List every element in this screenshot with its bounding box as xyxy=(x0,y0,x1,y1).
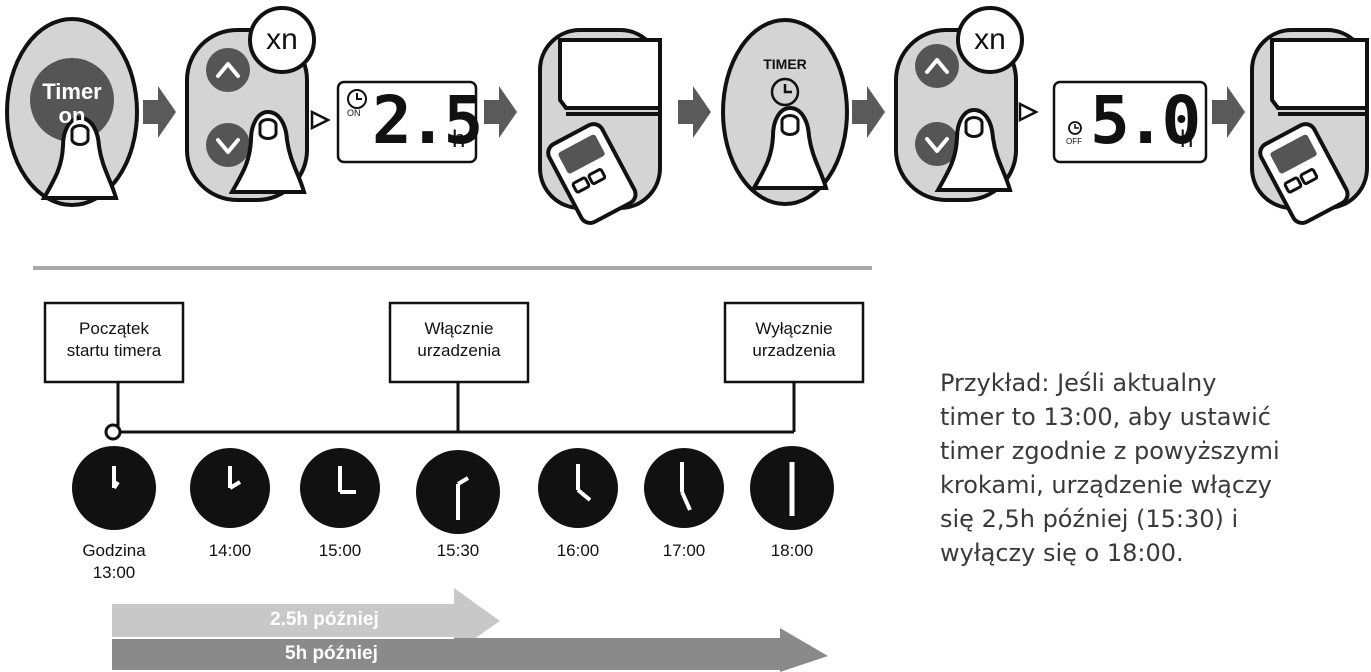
chevron-down-icon xyxy=(216,138,240,154)
event-label-line2: startu timera xyxy=(66,341,162,360)
clock-15 xyxy=(300,448,380,528)
timer-on-line2: on xyxy=(58,103,86,128)
timer-button-label: TIMER xyxy=(763,56,807,72)
duration-label-off: 5h później xyxy=(285,643,378,664)
clock-icon xyxy=(770,77,800,107)
step-send-2 xyxy=(1250,28,1369,225)
clock-13 xyxy=(72,446,156,530)
clock-label: 14:00 xyxy=(208,541,252,560)
step-arrow xyxy=(484,86,517,138)
clock-icon xyxy=(1068,121,1082,135)
step-arrow xyxy=(143,86,176,138)
small-arrow xyxy=(310,109,331,131)
example-description: Przykład: Jeśli aktualny timer to 13:00,… xyxy=(940,369,1280,567)
duration-arrow-on xyxy=(112,588,500,653)
event-label-line1: Początek xyxy=(79,319,149,338)
display-mode-on: ON xyxy=(347,108,361,118)
down-button[interactable] xyxy=(915,122,959,166)
display-off xyxy=(1052,80,1208,164)
step-adjust-off xyxy=(894,6,1024,202)
step-arrow xyxy=(1212,86,1245,138)
up-button[interactable] xyxy=(915,44,959,88)
up-button[interactable] xyxy=(206,48,250,92)
event-label-start: Początek startu timera xyxy=(45,318,183,362)
clock-label: 18:00 xyxy=(770,541,814,560)
display-mode-off: OFF xyxy=(1066,137,1082,146)
clock-label-line2: 13:00 xyxy=(92,563,136,582)
step-arrow xyxy=(678,86,711,138)
repeat-badge xyxy=(956,6,1024,74)
down-button[interactable] xyxy=(206,123,250,167)
duration-label-on: 2.5h później xyxy=(270,609,379,630)
clock-label: 15:00 xyxy=(318,541,362,560)
event-label-line1: Wyłącznie xyxy=(755,319,833,338)
repeat-label: xn xyxy=(974,23,1006,56)
clock-icon xyxy=(347,89,367,109)
repeat-label: xn xyxy=(266,23,298,56)
chevron-up-icon xyxy=(216,62,240,78)
event-box-start xyxy=(43,301,185,384)
clock-14 xyxy=(190,448,270,528)
start-marker xyxy=(104,423,122,441)
clock-label: Godzina 13:00 xyxy=(64,540,164,584)
timeline xyxy=(43,301,865,441)
clock-label: 17:00 xyxy=(662,541,706,560)
event-box-on xyxy=(388,301,530,384)
event-label-line2: urzadzenia xyxy=(417,341,501,360)
step-timer-on xyxy=(5,17,139,207)
ac-unit xyxy=(558,38,662,110)
display-unit-on: h xyxy=(452,126,466,153)
event-label-line1: Włącznie xyxy=(424,319,494,338)
display-digits-off: 5.0 xyxy=(1090,82,1201,159)
clock-label: 16:00 xyxy=(556,541,600,560)
event-label-line2: urzadzenia xyxy=(752,341,836,360)
step-adjust-on xyxy=(185,6,316,202)
timer-on-button[interactable] xyxy=(30,58,114,142)
clock-16 xyxy=(538,448,618,528)
small-arrow xyxy=(1018,101,1039,123)
event-label-on: Włącznie urzadzenia xyxy=(390,318,528,362)
display-unit-off: h xyxy=(1180,126,1194,153)
chevron-down-icon xyxy=(925,137,949,153)
repeat-badge xyxy=(248,6,316,74)
clock-1530 xyxy=(416,450,500,534)
clock-label: 15:30 xyxy=(436,541,480,560)
remote-control xyxy=(546,122,638,225)
timer-on-line1: Timer xyxy=(42,79,102,104)
clock-17 xyxy=(644,448,724,528)
step-send-1 xyxy=(538,28,662,225)
display-on xyxy=(336,80,478,164)
event-label-off: Wyłącznie urzadzenia xyxy=(725,318,863,362)
timer-on-label: Timer on xyxy=(36,80,108,128)
step-timer xyxy=(721,18,849,206)
event-box-off xyxy=(723,301,865,384)
remote-control xyxy=(1258,122,1350,225)
chevron-up-icon xyxy=(925,58,949,74)
ac-unit xyxy=(1270,38,1369,110)
clock-label-line1: Godzina xyxy=(82,541,146,560)
display-digits-on: 2.5 xyxy=(372,82,483,159)
step-arrow xyxy=(852,86,885,138)
clock-18 xyxy=(750,446,834,530)
